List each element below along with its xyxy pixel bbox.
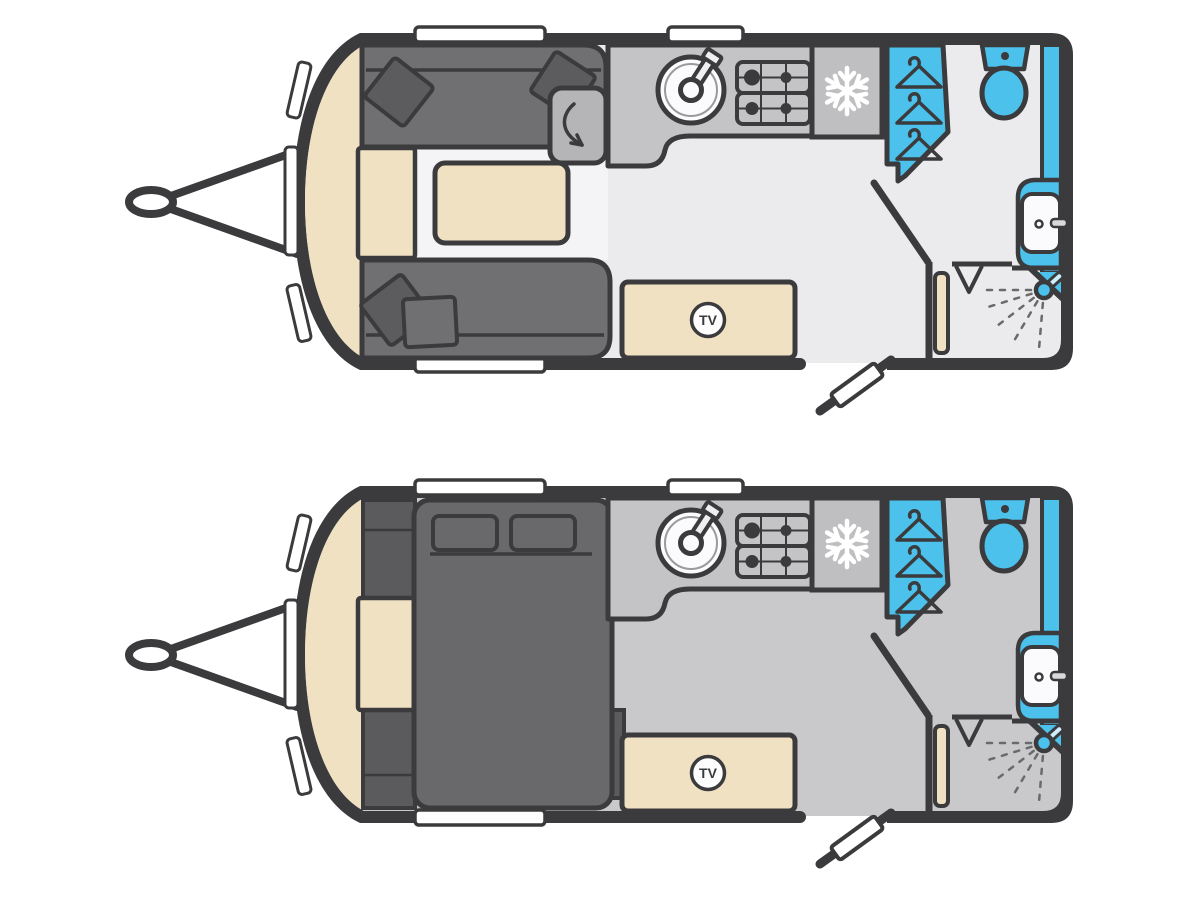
floorplan-day [129, 27, 1073, 411]
floorplan-night [129, 480, 1073, 864]
